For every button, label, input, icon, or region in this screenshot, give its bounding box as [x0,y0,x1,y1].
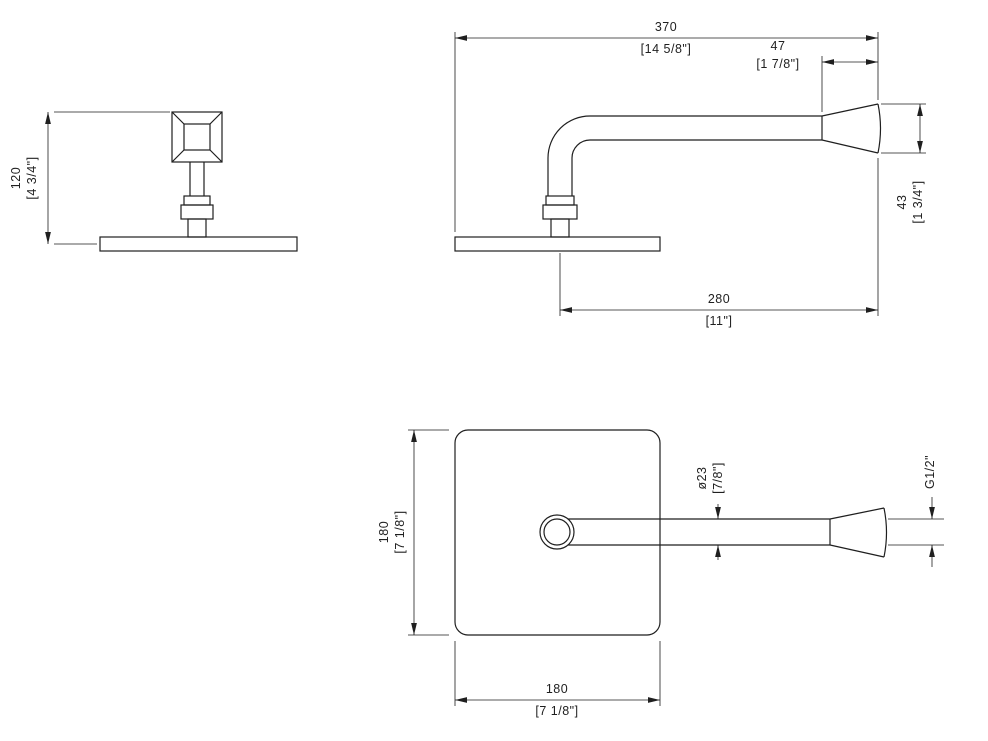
nozzle-front-outer-square [171,111,223,163]
dim-front-height-mm: 120 [9,167,23,189]
dim-projection-inches: [11"] [706,314,733,328]
dim-pipe-diameter-inches: [7/8"] [711,462,725,494]
nozzle-end-cap [877,103,882,154]
side-base-pipe [550,218,570,238]
nozzle-front-bevel-lines [171,111,223,163]
dim-nozzle-height: 43 [1 3/4"] [881,103,926,224]
extension-lines [559,158,879,316]
front-nut-top [183,195,211,206]
dim-plate-width-mm: 180 [546,682,568,696]
nozzle-cone-sides [821,103,879,154]
plan-nozzle-end-cap [883,507,888,558]
front-view: 120 [4 3/4"] [9,111,298,252]
dim-front-height-inches: [4 3/4"] [25,156,39,199]
side-view: 370 [14 5/8"] 47 [1 7/8"] 43 [1 3/4"] 28… [454,20,926,328]
dim-projection-mm: 280 [708,292,730,306]
front-base-pipe [187,218,207,238]
dim-plate-height-mm: 180 [377,521,391,543]
plan-pipe-outer-circle [539,514,575,550]
dim-plate-width-inches: [7 1/8"] [535,704,578,718]
plan-nozzle-cone-sides [829,507,885,558]
plan-view: 180 [7 1/8"] 180 [7 1/8"] ø23 [7/8"] G1/… [377,429,944,718]
side-nut-top [545,195,575,206]
arm-inner-contour [571,139,822,196]
front-fixture [99,111,298,252]
nozzle-front-inner-square [183,123,211,151]
dim-nozzle-length: 47 [1 7/8"] [756,39,878,112]
dim-nozzle-length-inches: [1 7/8"] [756,57,799,71]
dim-pipe-diameter-mm: ø23 [695,466,709,489]
side-nut-body [542,204,578,220]
plan-arm-lines [568,518,830,546]
extension-lines [888,518,944,546]
extension-lines [881,103,926,154]
thread-size-label: G1/2" [923,455,937,489]
dim-nozzle-height-mm: 43 [895,195,909,210]
dim-plate-width: 180 [7 1/8"] [454,641,661,718]
dim-projection: 280 [11"] [559,158,879,328]
dim-total-length-inches: [14 5/8"] [641,42,692,56]
dim-total-length: 370 [14 5/8"] [454,20,879,232]
side-fixture [454,103,882,252]
extension-lines [454,641,661,706]
dim-thread: G1/2" [888,455,944,567]
extension-lines [54,111,170,245]
dim-nozzle-height-inches: [1 3/4"] [911,180,925,223]
front-neck [189,162,205,196]
plan-fixture [454,429,888,636]
front-nut-body [180,204,214,220]
dim-total-length-mm: 370 [655,20,677,34]
dim-plate-height: 180 [7 1/8"] [377,429,449,636]
dim-nozzle-length-mm: 47 [771,39,786,53]
plan-wall-plate [454,429,661,636]
dim-pipe-diameter: ø23 [7/8"] [695,462,725,560]
front-wall-plate [99,236,298,252]
arm-outer-contour [547,115,822,196]
extension-lines [454,32,879,232]
plan-pipe-inner-circle [543,518,571,546]
dim-plate-height-inches: [7 1/8"] [393,510,407,553]
side-wall-plate [454,236,661,252]
dim-front-height: 120 [4 3/4"] [9,111,170,245]
